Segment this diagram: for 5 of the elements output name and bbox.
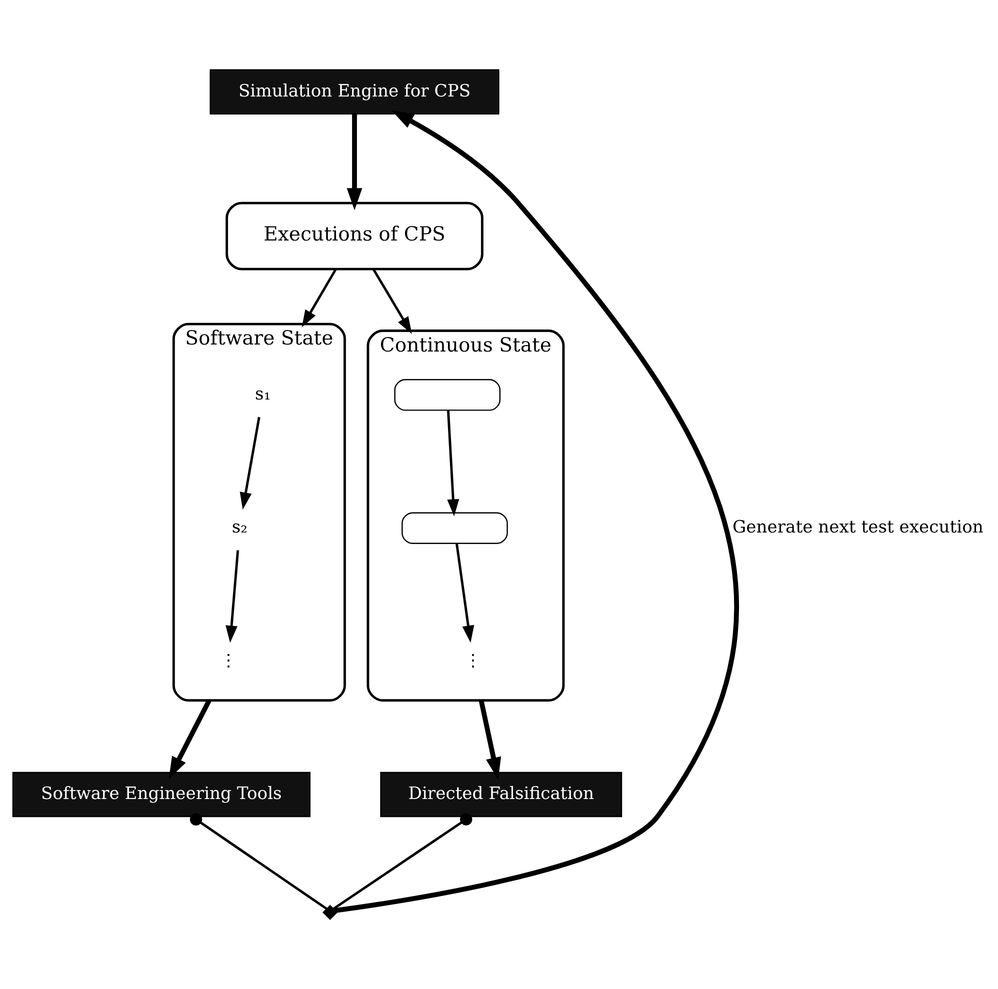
edge-label: Generate next test execution — [732, 518, 984, 538]
node-text: s₁ — [255, 384, 271, 404]
node-text: ⋮ — [220, 650, 238, 671]
node-text: ⋮ — [464, 650, 482, 671]
node-text: s₂ — [232, 518, 248, 538]
